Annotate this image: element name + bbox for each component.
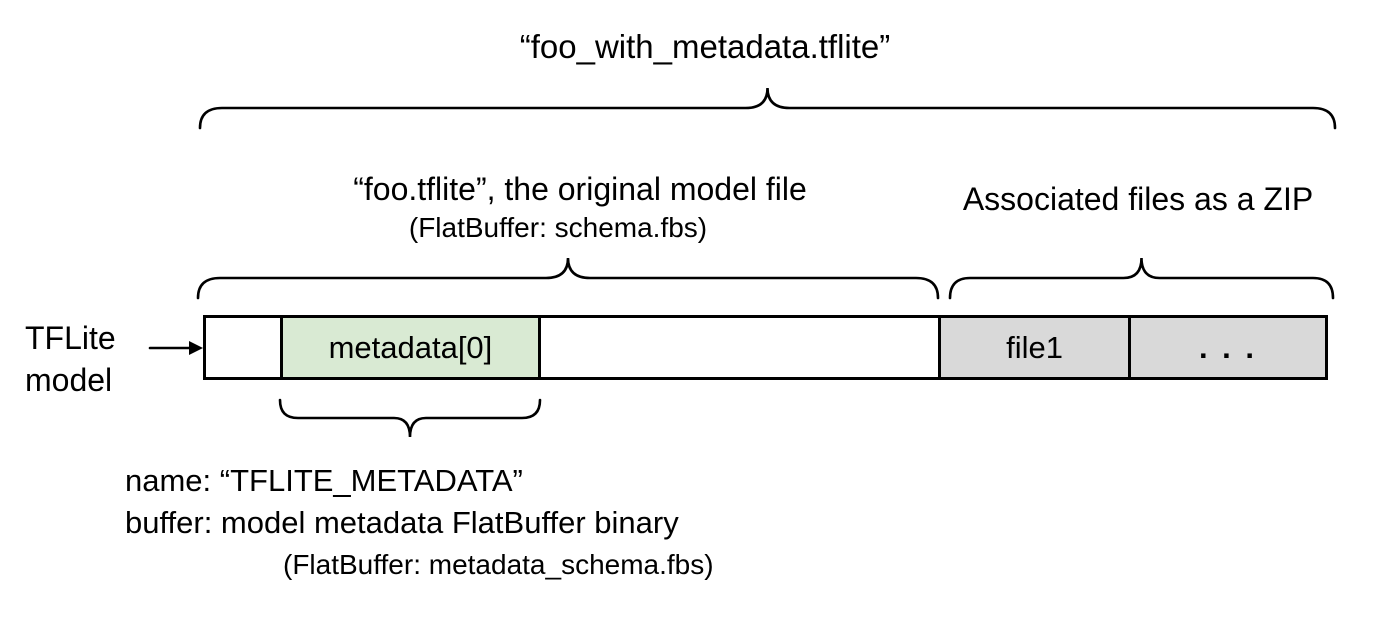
tflite-model-label-line2: model (25, 362, 113, 398)
metadata-note-buffer: buffer: model metadata FlatBuffer binary (125, 505, 679, 540)
metadata-brace (278, 398, 542, 438)
bar-segment-model-body (538, 318, 939, 377)
tflite-model-label-line1: TFLite (25, 320, 116, 356)
associated-files-brace (948, 257, 1335, 300)
model-file-schema-label: (FlatBuffer: schema.fbs) (408, 212, 708, 243)
file-title: “foo_with_metadata.tflite” (519, 28, 891, 65)
model-file-brace (196, 257, 940, 300)
metadata-note: name: “TFLITE_METADATA” buffer: model me… (125, 460, 714, 586)
metadata-note-schema: (FlatBuffer: metadata_schema.fbs) (283, 549, 714, 580)
model-file-label: “foo.tflite”, the original model file (353, 171, 807, 207)
metadata-note-name: name: “TFLITE_METADATA” (125, 463, 523, 498)
bar-segment-file1: file1 (938, 318, 1129, 377)
bar-segment-model-header (206, 318, 280, 377)
bar-segment-label: metadata[0] (328, 329, 493, 365)
bar-segment-metadata: metadata[0] (279, 318, 539, 377)
pointer-arrow-icon (148, 341, 203, 355)
bar-segment-label: file1 (1006, 329, 1063, 365)
outer-file-brace (198, 87, 1337, 130)
tflite-model-label: TFLite model (25, 317, 116, 401)
model-file-bar: metadata[0] file1 . . . (203, 315, 1328, 380)
bar-segment-more-files: . . . (1128, 318, 1325, 377)
bar-segment-label: . . . (1198, 329, 1258, 365)
associated-files-label: Associated files as a ZIP (962, 181, 1314, 217)
